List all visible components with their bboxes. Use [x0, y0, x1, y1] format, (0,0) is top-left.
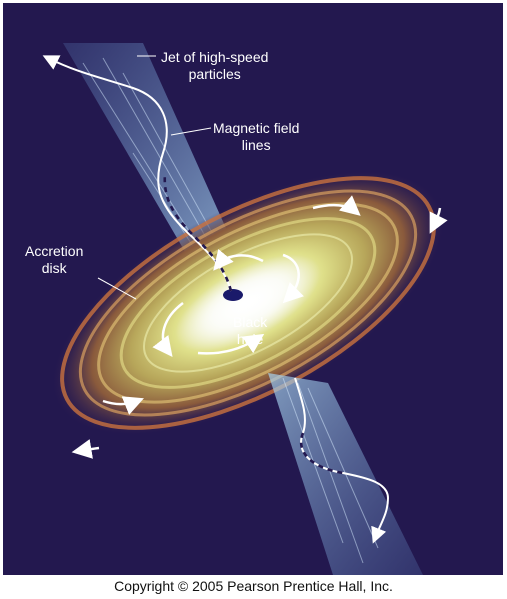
- black-hole: [223, 289, 243, 301]
- accretion-label-line2: disk: [41, 260, 67, 276]
- magnetic-field-label: Magnetic field lines: [213, 120, 299, 154]
- jet-label-line1: Jet of high-speed: [161, 49, 269, 65]
- jet-label: Jet of high-speed particles: [161, 49, 268, 83]
- copyright-text: Copyright © 2005 Pearson Prentice Hall, …: [114, 578, 393, 594]
- diagram-illustration: [42, 43, 448, 575]
- accretion-disk-diagram: Jet of high-speed particles Magnetic fie…: [3, 3, 503, 575]
- black-hole-label-line2: hole: [236, 331, 264, 347]
- black-hole-label-line1: Black: [233, 314, 268, 330]
- rotation-arrows: [71, 195, 448, 459]
- magnetic-field-line-lower: [294, 377, 390, 544]
- black-hole-label: Black hole: [233, 314, 267, 348]
- jet-label-line2: particles: [188, 66, 241, 82]
- magnetic-label-line2: lines: [241, 137, 271, 153]
- label-leader-lines: [97, 55, 212, 300]
- accretion-label-line1: Accretion: [25, 243, 84, 259]
- magnetic-label-line1: Magnetic field: [213, 120, 300, 136]
- accretion-disk-label: Accretion disk: [25, 243, 83, 277]
- magnetic-field-line-upper: [42, 55, 232, 292]
- accretion-disk: [52, 171, 444, 435]
